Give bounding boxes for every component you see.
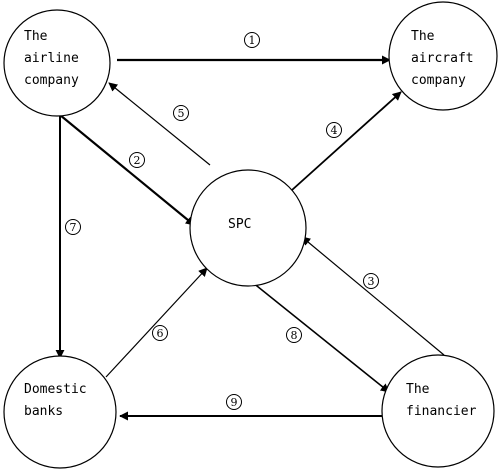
node-aircraft-company: The aircraft company	[388, 1, 498, 111]
node-domestic-banks-label: Domestic banks	[24, 382, 94, 419]
nodes: The airline company The aircraft company…	[3, 1, 498, 469]
edge-number-8-text: 8	[291, 329, 298, 342]
edge-banks-to-spc	[105, 267, 208, 378]
edge-number-4: 4	[326, 122, 342, 138]
node-spc-label: SPC	[228, 217, 251, 232]
edge-spc-to-financier	[251, 281, 390, 393]
edge-number-4-text: 4	[331, 124, 338, 137]
edge-number-2: 2	[129, 152, 145, 168]
edge-number-2-text: 2	[134, 154, 141, 167]
edge-number-6-text: 6	[157, 327, 164, 340]
edge-financier-to-spc	[301, 236, 445, 356]
edge-number-9: 9	[226, 394, 242, 410]
node-domestic-banks: Domestic banks	[3, 355, 117, 469]
node-aircraft-company-label: The aircraft company	[411, 29, 481, 88]
node-financier-label: The financier	[406, 382, 477, 419]
node-financier: The financier	[381, 354, 495, 468]
edge-number-badges: 1 2 3 4 5 6 7 8	[65, 32, 379, 410]
edge-number-6: 6	[152, 325, 168, 341]
edge-spc-to-airline	[108, 82, 211, 166]
node-spc: SPC	[189, 169, 307, 287]
edge-number-7-text: 7	[70, 221, 77, 234]
edge-number-3-text: 3	[368, 275, 375, 288]
edge-number-7: 7	[65, 219, 81, 235]
edge-number-1: 1	[244, 32, 260, 48]
edge-number-8: 8	[286, 327, 302, 343]
node-airline-company-label: The airline company	[24, 29, 87, 88]
edge-number-5: 5	[173, 105, 189, 121]
edge-number-1-text: 1	[249, 34, 256, 47]
edge-number-3: 3	[363, 273, 379, 289]
edge-number-9-text: 9	[231, 396, 238, 409]
edges	[55, 55, 445, 421]
node-airline-company: The airline company	[3, 9, 111, 117]
edge-number-5-text: 5	[178, 107, 185, 120]
edge-spc-to-aircraft	[291, 91, 402, 191]
edge-airline-to-spc	[59, 114, 195, 226]
